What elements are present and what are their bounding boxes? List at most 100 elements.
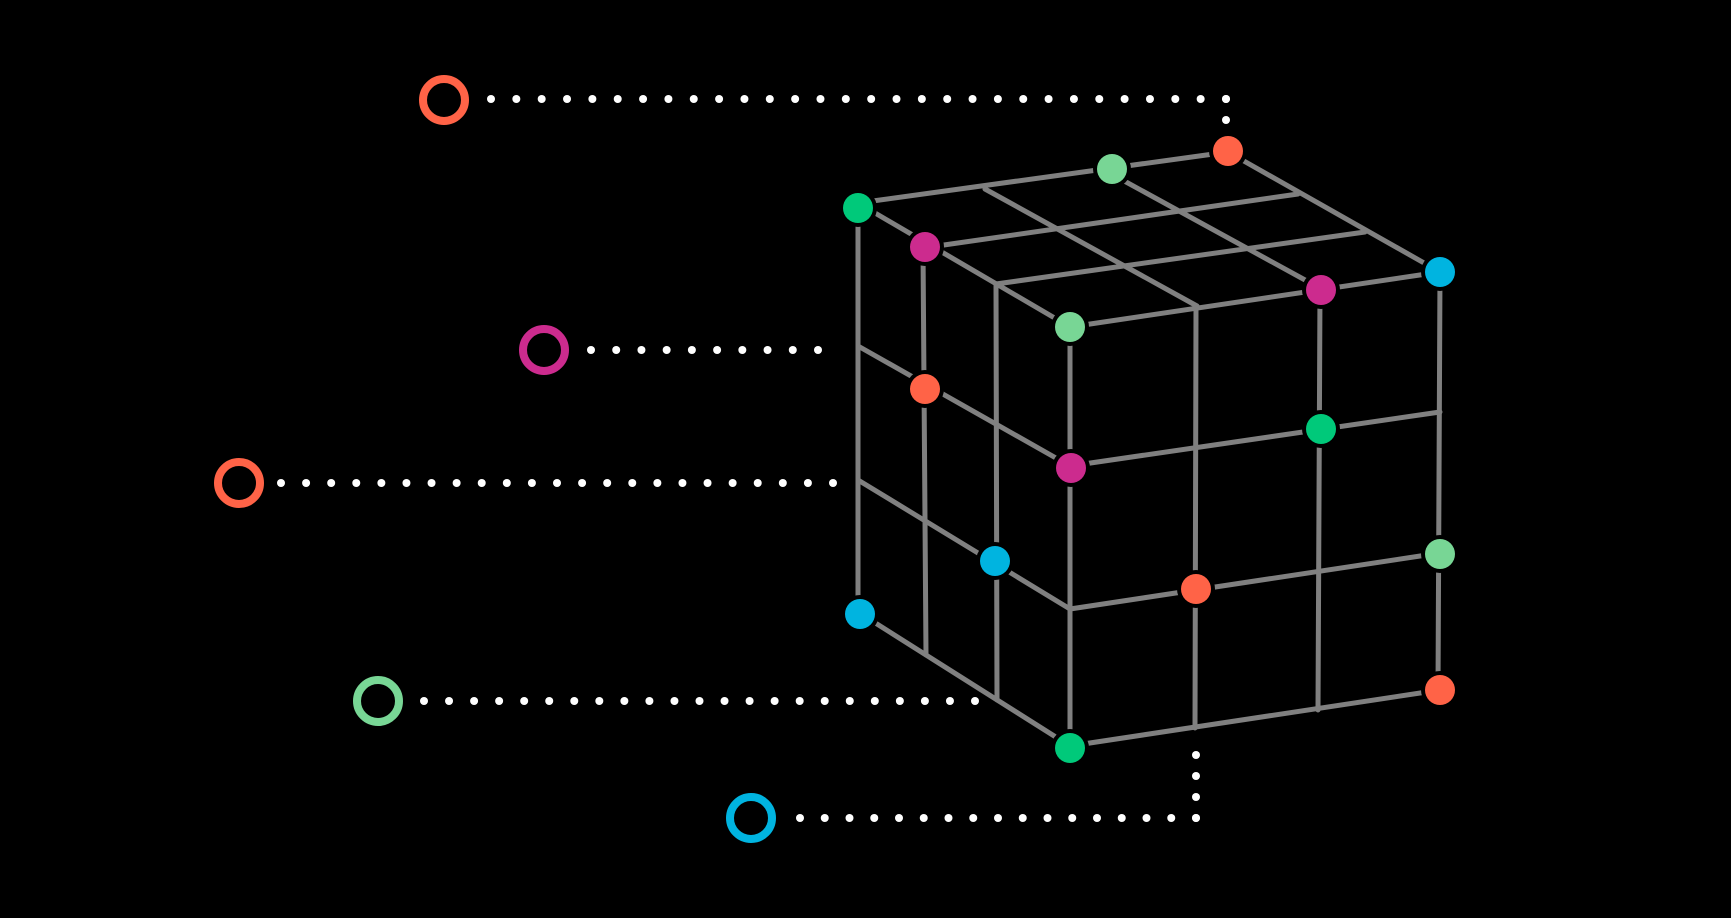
grid-line [855, 200, 1073, 330]
leader-dot [993, 95, 1002, 103]
grid-line [982, 186, 1200, 309]
leader-dot [695, 697, 704, 705]
leader-dot [919, 814, 928, 822]
leader-dot [770, 697, 779, 705]
leader-dot [612, 346, 621, 354]
leader-dot [512, 95, 521, 103]
leader-dot [803, 479, 812, 487]
leader-dot [778, 479, 787, 487]
leader-lines [277, 95, 1230, 822]
leader-dot [1120, 95, 1129, 103]
grid-line [855, 609, 1073, 749]
grid-line [1435, 269, 1443, 693]
leader-dot [740, 95, 749, 103]
leader-dot [639, 95, 648, 103]
node-left-lower-inner [980, 546, 1010, 576]
leader-dot [703, 479, 712, 487]
leader-dot [620, 697, 629, 705]
leader-dot [1117, 814, 1126, 822]
legend-marker-magenta [519, 325, 569, 375]
leader-dot [1145, 95, 1154, 103]
grid-line [920, 191, 1301, 251]
leader-dot [763, 346, 772, 354]
leader-dot [445, 697, 454, 705]
leader-dot [352, 479, 361, 487]
leader-dot [1222, 116, 1230, 124]
leader-dot [653, 479, 662, 487]
legend-markers [214, 75, 776, 843]
leader-dot [715, 95, 724, 103]
leader-dot [796, 814, 804, 822]
leader-dot [820, 814, 829, 822]
leader-dot [870, 814, 879, 822]
node-bottom-front [1055, 733, 1085, 763]
leader-dot [1192, 814, 1200, 822]
leader-dot [377, 479, 386, 487]
grid-line [1067, 550, 1443, 612]
leader-dot [637, 346, 646, 354]
leader-dot [1192, 751, 1200, 759]
leader-dot [537, 95, 546, 103]
node-top-back-mid [1097, 154, 1127, 184]
leader-dot [487, 95, 495, 103]
leader-dot [420, 697, 428, 705]
node-right-lower [1425, 539, 1455, 569]
leader-dot [820, 697, 829, 705]
leader-dot [1069, 95, 1078, 103]
leader-dot [595, 697, 604, 705]
leader-dot [613, 95, 622, 103]
leader-dot [563, 95, 572, 103]
leader-dot [470, 697, 479, 705]
leader-dot [845, 814, 854, 822]
leader-dot [943, 95, 952, 103]
leader-dot [753, 479, 762, 487]
leader-dot [814, 346, 822, 354]
leader-dot [867, 95, 876, 103]
leader-dot [1095, 95, 1104, 103]
leader-dot [678, 479, 687, 487]
leader-dot [1043, 814, 1052, 822]
grid-line [993, 281, 1000, 703]
leader-dot [895, 697, 904, 705]
leader-dot [795, 697, 804, 705]
leader-dot [765, 95, 774, 103]
node-top-front-right [1425, 257, 1455, 287]
leader-dot [917, 95, 926, 103]
leader-dot [527, 479, 536, 487]
leader-dot [1192, 772, 1200, 780]
leader-dot [477, 479, 486, 487]
leader-dot [578, 479, 587, 487]
node-right-bottom [1425, 675, 1455, 705]
leader-dot [728, 479, 737, 487]
leader-dot [713, 346, 722, 354]
leader-dot [945, 697, 954, 705]
leader-dot [870, 697, 879, 705]
leader-dot [587, 346, 595, 354]
node-top-mid-left [910, 232, 940, 262]
legend-marker-orange-top [419, 75, 469, 125]
node-left-mid-1 [910, 374, 940, 404]
leader-dot [664, 95, 673, 103]
grid-line [993, 229, 1368, 287]
leader-dot [845, 697, 854, 705]
leader-dot [603, 479, 612, 487]
leader-dot [545, 697, 554, 705]
grid-line [1225, 149, 1443, 275]
leader-dot [1192, 793, 1200, 801]
leader-dot [841, 95, 850, 103]
legend-marker-light-green [353, 676, 403, 726]
leader-dot [788, 346, 797, 354]
grid-line [1067, 687, 1443, 749]
leader-dot [1196, 95, 1205, 103]
leader-dot [570, 697, 579, 705]
leader-dot [1044, 95, 1053, 103]
node-left-bottom-back [845, 599, 875, 629]
leader-dot [1018, 814, 1027, 822]
leader-dot [1093, 814, 1101, 822]
cube-grid [855, 149, 1443, 749]
node-front-mid-right [1306, 414, 1336, 444]
leader-dot [892, 95, 901, 103]
leader-dot [452, 479, 461, 487]
leader-dot [689, 95, 698, 103]
node-front-lower-center [1181, 574, 1211, 604]
